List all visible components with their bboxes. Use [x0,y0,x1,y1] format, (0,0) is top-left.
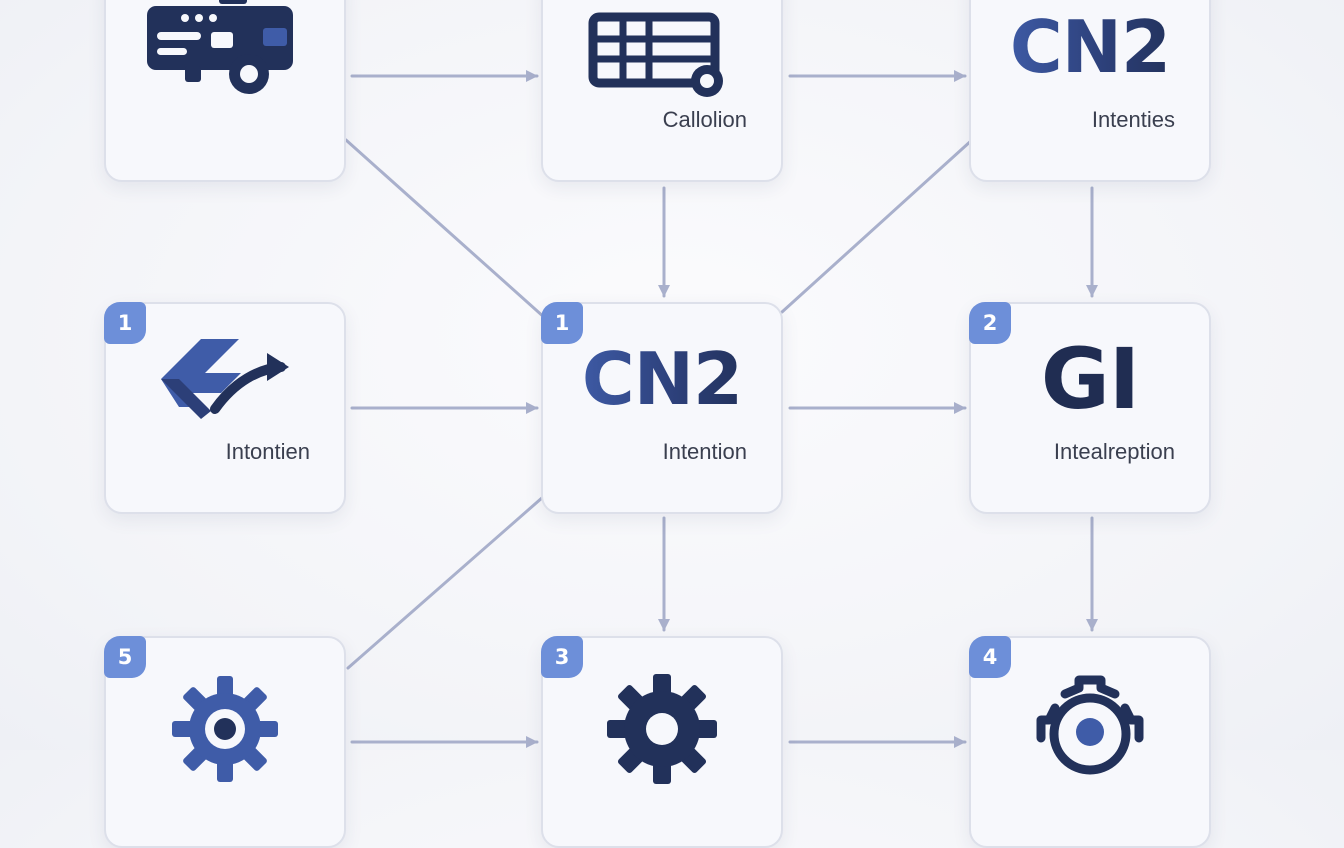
gear-outline-icon [1001,675,1179,781]
connector-top-left-to-mid-center [344,138,547,320]
node-card-top-right[interactable]: CN2 Intenties [969,0,1211,182]
gi-text-icon: GI [1040,329,1140,428]
node-card-bottom-middle[interactable]: 3 [541,636,783,848]
step-badge: 1 [104,302,146,344]
node-label: Intontien [225,439,310,464]
node-card-bottom-left[interactable]: 5 [104,636,346,848]
node-card-bottom-right[interactable]: 4 [969,636,1211,848]
node-label: Callolion [662,107,747,132]
node-label: Intention [662,439,747,464]
node-card-top-middle[interactable]: Callolion [541,0,783,182]
node-label: Intealreption [1053,439,1175,464]
step-badge: 1 [541,302,583,344]
cn2-text-icon: CN2 [1001,0,1179,99]
connector-mid-center-to-bottom-left [346,495,545,670]
cn2-text-icon: CN2 [573,326,751,431]
vehicle-icon [136,0,314,99]
node-card-mid-left[interactable]: 1 Intontien [104,302,346,514]
route-arrow-icon [136,326,314,431]
node-card-mid-right[interactable]: 2 GI Intealreption [969,302,1211,514]
connector-top-right-to-mid-center [780,138,974,314]
table-gear-icon [573,0,751,99]
node-label: Intenties [1091,107,1175,132]
node-card-top-left[interactable] [104,0,346,182]
connector-layer [344,70,1098,748]
node-card-mid-center[interactable]: 1 CN2 Intention [541,302,783,514]
step-badge: 4 [969,636,1011,678]
gear-icon [136,675,314,782]
gear-icon [573,673,751,784]
step-badge: 3 [541,636,583,678]
step-badge: 2 [969,302,1011,344]
step-badge: 5 [104,636,146,678]
